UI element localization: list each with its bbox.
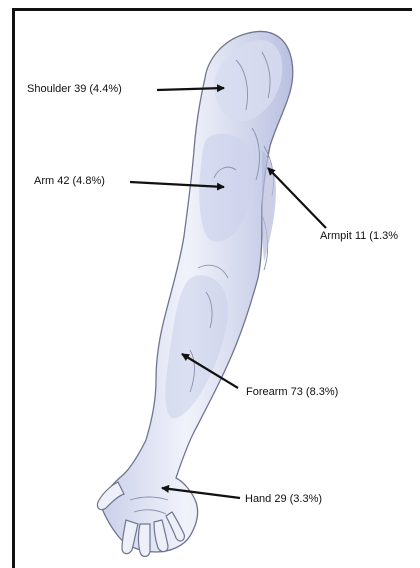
label-armpit: Armpit 11 (1.3% (320, 230, 398, 243)
label-shoulder: Shoulder 39 (4.4%) (27, 83, 122, 96)
armpit-fold (262, 150, 276, 262)
arrow-armpit (268, 168, 326, 228)
label-arm: Arm 42 (4.8%) (34, 175, 105, 188)
label-hand: Hand 29 (3.3%) (245, 493, 322, 506)
label-forearm: Forearm 73 (8.3%) (246, 386, 338, 399)
